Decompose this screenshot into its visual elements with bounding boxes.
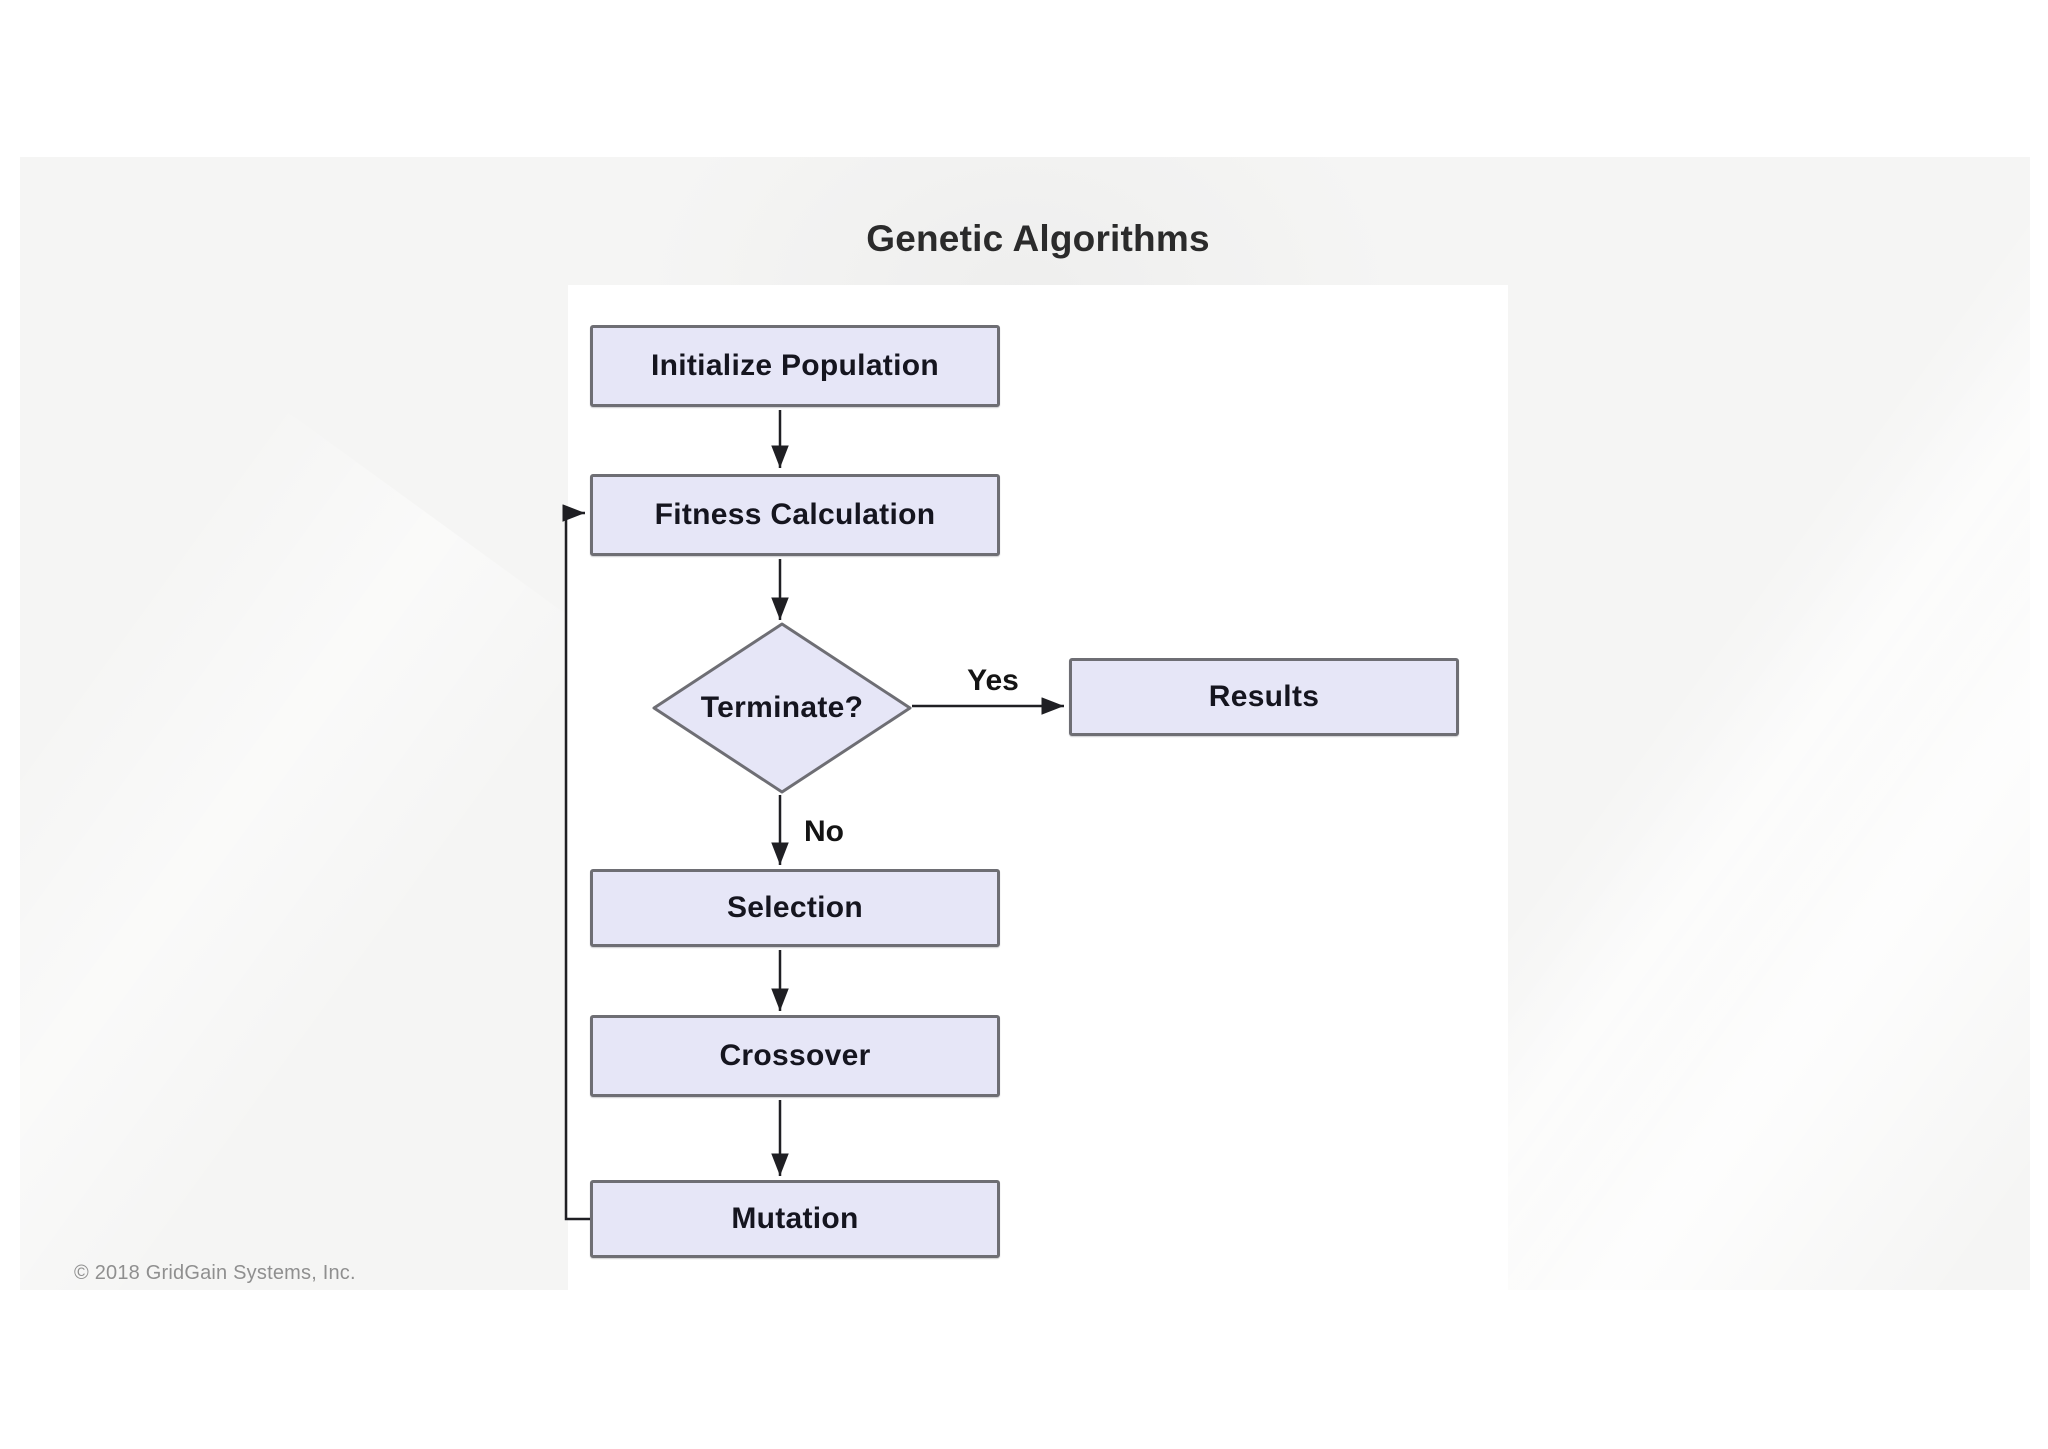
node-results-label: Results	[1208, 680, 1320, 713]
page-title: Genetic Algorithms	[866, 218, 1210, 259]
flowchart-panel	[568, 285, 1508, 1290]
node-results: Results	[1069, 658, 1459, 736]
node-mutation-label: Mutation	[731, 1202, 859, 1235]
node-initialize-population: Initialize Population	[590, 325, 1000, 407]
node-fitness-calculation: Fitness Calculation	[590, 474, 1000, 556]
watermark-streak-left	[20, 400, 612, 1290]
node-selection: Selection	[590, 869, 1000, 947]
node-mutation: Mutation	[590, 1180, 1000, 1258]
copyright-note: © 2018 GridGain Systems, Inc.	[74, 1262, 356, 1284]
node-crossover-label: Crossover	[719, 1039, 871, 1072]
node-initialize-population-label: Initialize Population	[651, 349, 939, 382]
node-selection-label: Selection	[726, 891, 864, 924]
node-fitness-calculation-label: Fitness Calculation	[654, 498, 936, 531]
node-crossover: Crossover	[590, 1015, 1000, 1097]
